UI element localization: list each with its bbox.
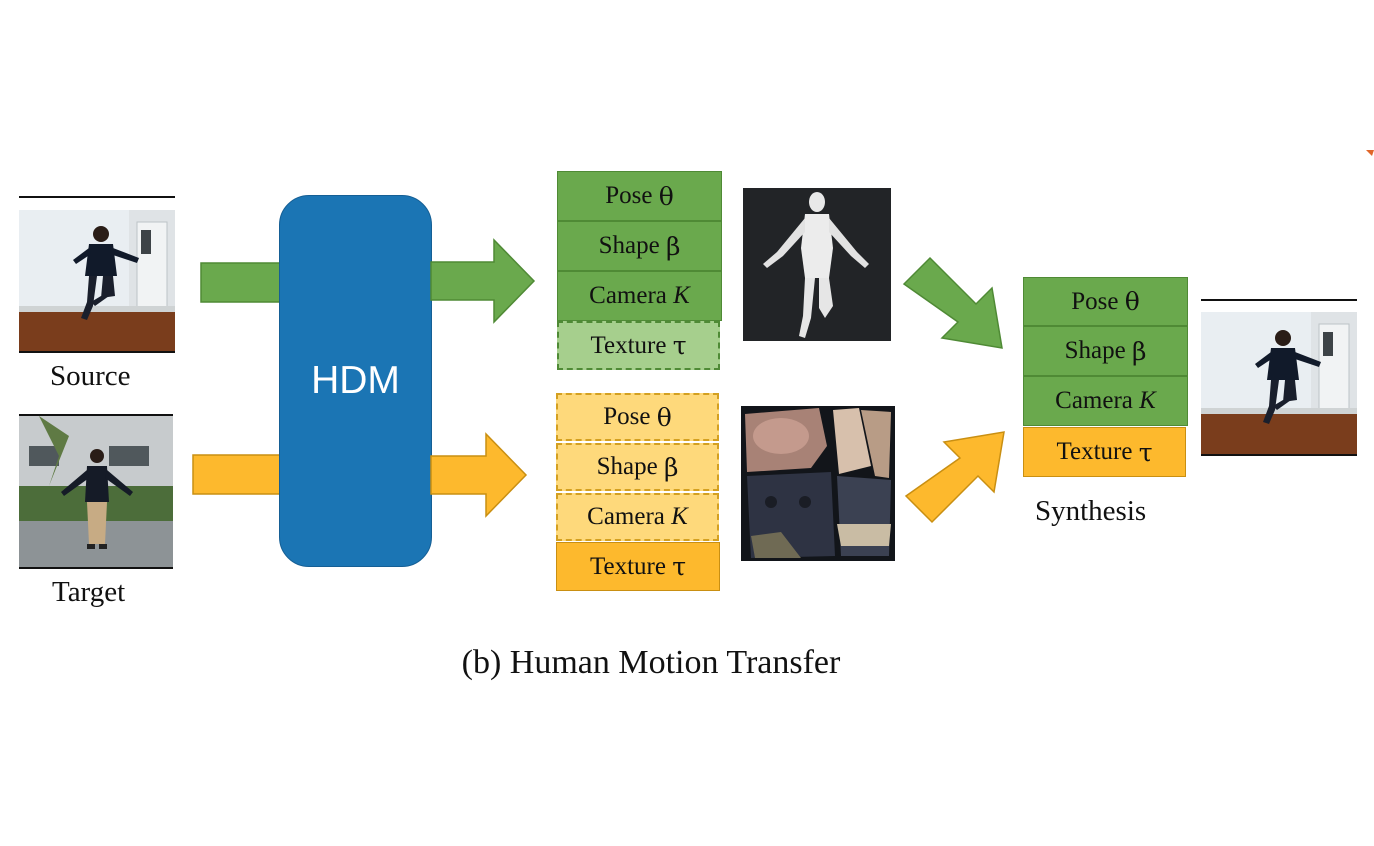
source-image	[19, 210, 175, 352]
target-bottom-rule	[19, 567, 173, 569]
source-param-shape: Shape β	[557, 221, 722, 271]
output-bottom-rule	[1201, 454, 1357, 456]
synthesis-param-pose: Pose θ	[1023, 277, 1188, 326]
green-output-arrow	[430, 238, 536, 324]
synthesis-param-shape: Shape β	[1023, 326, 1188, 376]
green-diagonal-arrow	[902, 256, 1003, 349]
yellow-diagonal-arrow	[904, 431, 1005, 524]
body-mesh-image	[743, 188, 891, 341]
target-param-texture: Texture τ	[556, 542, 720, 591]
figure-caption: (b) Human Motion Transfer	[461, 644, 841, 681]
corner-mark	[1366, 150, 1374, 156]
texture-map-image	[741, 406, 895, 561]
synthesis-param-texture: Texture τ	[1023, 427, 1186, 477]
target-input-arrow	[192, 454, 282, 495]
source-param-pose: Pose θ	[557, 171, 722, 221]
source-input-arrow	[200, 262, 282, 303]
hdm-label: HDM	[311, 359, 400, 402]
source-param-texture: Texture τ	[557, 321, 720, 370]
target-image	[19, 416, 173, 567]
synthesized-output-image	[1201, 312, 1357, 454]
source-top-rule	[19, 196, 175, 198]
source-param-camera: Camera K	[557, 271, 722, 321]
target-top-rule	[19, 414, 173, 416]
source-label: Source	[50, 360, 131, 392]
target-param-camera: Camera K	[556, 493, 719, 541]
target-label: Target	[52, 576, 126, 608]
target-param-pose: Pose θ	[556, 393, 719, 441]
target-param-shape: Shape β	[556, 443, 719, 491]
synthesis-label: Synthesis	[1035, 495, 1147, 527]
output-top-rule	[1201, 299, 1357, 301]
source-bottom-rule	[19, 351, 175, 353]
synthesis-param-camera: Camera K	[1023, 376, 1188, 426]
hdm-block: HDM	[279, 195, 432, 567]
yellow-output-arrow	[430, 432, 528, 518]
